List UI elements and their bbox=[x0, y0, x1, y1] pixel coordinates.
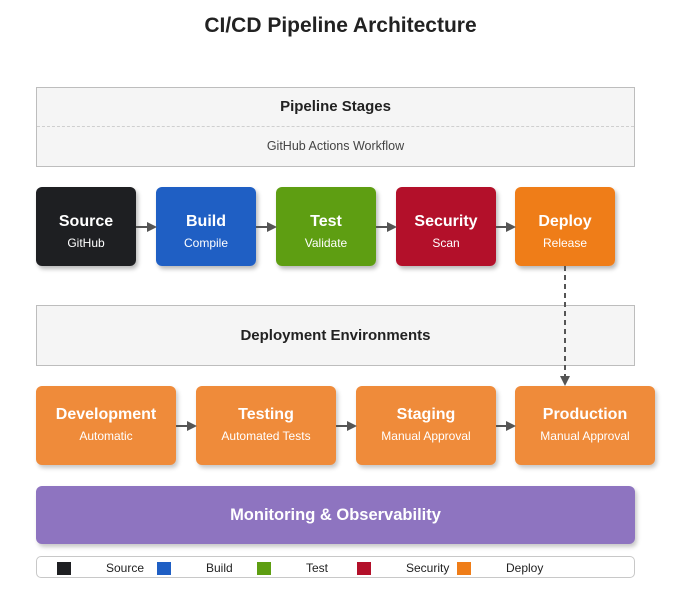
env-sub: Automatic bbox=[79, 429, 133, 443]
stage-source[interactable]: Source GitHub bbox=[36, 187, 136, 266]
stage-sub: GitHub bbox=[67, 236, 105, 250]
stage-name: Deploy bbox=[538, 213, 592, 230]
stage-build[interactable]: Build Compile bbox=[156, 187, 256, 266]
legend-swatch-source bbox=[57, 562, 71, 575]
legend-label-build: Build bbox=[206, 561, 233, 575]
env-name: Testing bbox=[238, 406, 294, 423]
stage-sub: Scan bbox=[432, 236, 460, 250]
env-production[interactable]: Production Manual Approval bbox=[515, 386, 655, 465]
deployment-environments-panel: Deployment Environments bbox=[36, 305, 635, 366]
panel-divider bbox=[37, 126, 634, 127]
env-development[interactable]: Development Automatic bbox=[36, 386, 176, 465]
pipeline-stages-heading: Pipeline Stages bbox=[280, 98, 391, 115]
env-name: Development bbox=[55, 406, 157, 423]
env-staging[interactable]: Staging Manual Approval bbox=[356, 386, 496, 465]
stage-test[interactable]: Test Validate bbox=[276, 187, 376, 266]
legend-label-security: Security bbox=[406, 561, 450, 575]
stage-sub: Release bbox=[542, 236, 588, 250]
stage-name: Build bbox=[186, 213, 226, 230]
diagram-title: CI/CD Pipeline Architecture bbox=[204, 14, 477, 37]
stage-deploy[interactable]: Deploy Release bbox=[515, 187, 615, 266]
monitoring-observability-bar[interactable]: Monitoring & Observability bbox=[36, 486, 635, 544]
stage-name: Test bbox=[310, 213, 342, 230]
stage-sub: Validate bbox=[304, 236, 348, 250]
legend-label-test: Test bbox=[306, 561, 329, 575]
env-sub: Automated Tests bbox=[221, 429, 311, 443]
env-name: Production bbox=[542, 406, 628, 423]
legend-swatch-build bbox=[157, 562, 171, 575]
env-name: Staging bbox=[396, 406, 456, 423]
deployment-environments-heading: Deployment Environments bbox=[240, 327, 431, 344]
legend-label-deploy: Deploy bbox=[506, 561, 544, 575]
legend-label-source: Source bbox=[106, 561, 145, 575]
legend-swatch-deploy bbox=[457, 562, 471, 575]
stage-sub: Compile bbox=[183, 236, 228, 250]
stage-name: Security bbox=[414, 213, 478, 230]
pipeline-stages-panel: Pipeline Stages GitHub Actions Workflow bbox=[36, 87, 635, 167]
legend-swatch-security bbox=[357, 562, 371, 575]
legend-swatch-test bbox=[257, 562, 271, 575]
pipeline-workflow-label: GitHub Actions Workflow bbox=[266, 139, 405, 153]
legend: Source Build Test Security Deploy bbox=[36, 556, 635, 578]
env-testing[interactable]: Testing Automated Tests bbox=[196, 386, 336, 465]
env-sub: Manual Approval bbox=[381, 429, 471, 443]
stage-name: Source bbox=[58, 213, 114, 230]
stage-security[interactable]: Security Scan bbox=[396, 187, 496, 266]
env-sub: Manual Approval bbox=[540, 429, 630, 443]
